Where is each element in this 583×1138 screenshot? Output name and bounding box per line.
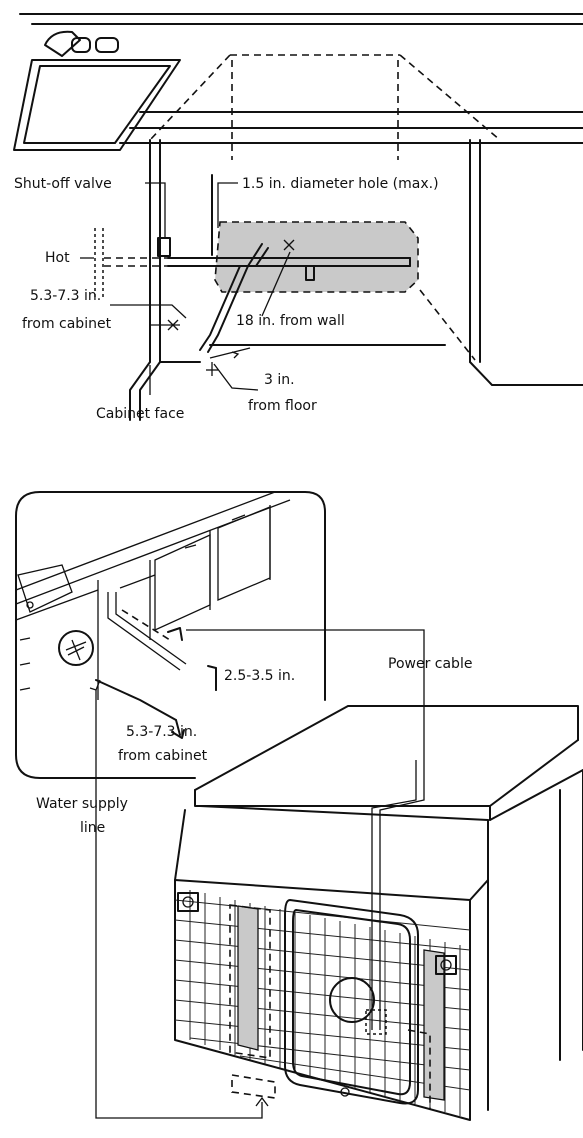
dishwasher: [174, 705, 583, 1121]
sink: [13, 30, 181, 151]
shutoff-valve: [157, 237, 171, 257]
label-cabinet-face: Cabinet face: [96, 406, 184, 422]
label-water-supply-line1: Water supply: [36, 796, 128, 812]
label-height-range: 2.5-3.5 in.: [224, 668, 295, 684]
label-hole-diameter: 1.5 in. diameter hole (max.): [242, 176, 439, 192]
hot-water-pipe: [167, 243, 411, 353]
label-power-cable: Power cable: [388, 656, 472, 672]
top-cabinet-diagram: [13, 13, 583, 421]
inset-panel: [15, 491, 326, 779]
label-from-floor-line2: from floor: [248, 398, 317, 414]
label-from-cabinet-line1: 5.3-7.3 in.: [30, 288, 101, 304]
label-from-cabinet-bottom-line2: from cabinet: [118, 748, 208, 764]
label-from-floor-line1: 3 in.: [264, 372, 295, 388]
label-from-cabinet-line2: from cabinet: [22, 316, 112, 332]
label-from-wall: 18 in. from wall: [236, 313, 345, 329]
label-from-cabinet-bottom-line1: 5.3-7.3 in.: [126, 724, 197, 740]
label-hot: Hot: [45, 250, 70, 266]
base-grid: [174, 890, 471, 1116]
label-shutoff-valve: Shut-off valve: [14, 176, 112, 192]
label-water-supply-line2: line: [80, 820, 105, 836]
